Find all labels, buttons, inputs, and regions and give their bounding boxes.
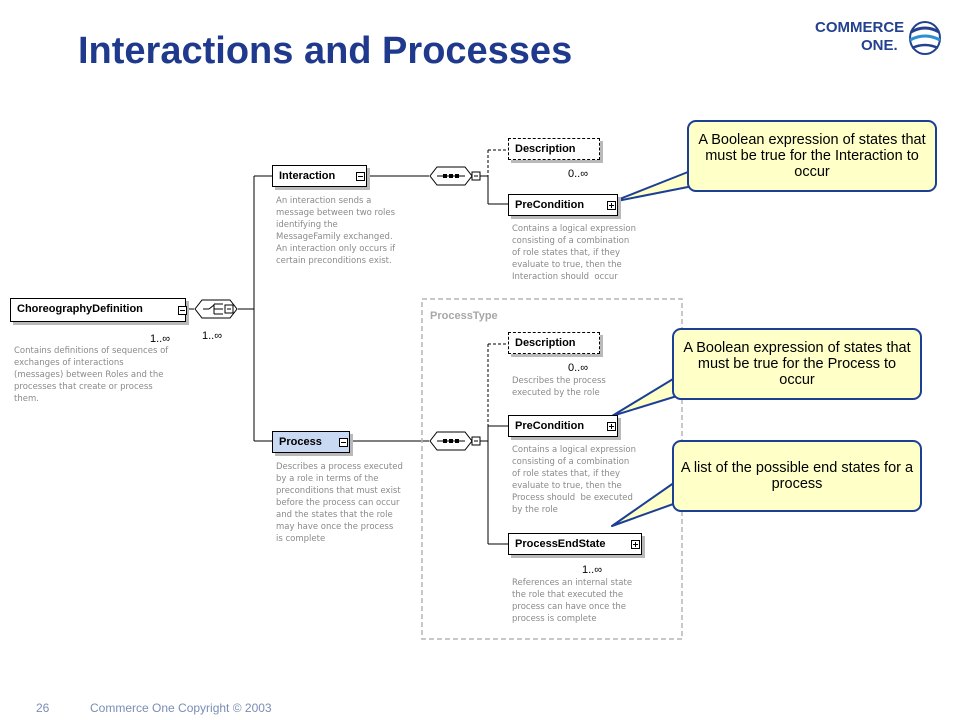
process-type-container (421, 298, 683, 640)
interaction-description-cardinality: 0..∞ (568, 168, 589, 180)
interaction-description-node[interactable]: Description (508, 138, 600, 160)
process-end-state-node[interactable]: ProcessEndState (508, 533, 642, 555)
logo-text-line1: COMMERCE (815, 19, 905, 36)
collapse-icon[interactable] (178, 306, 187, 315)
collapse-icon[interactable] (339, 438, 348, 447)
callout-pointer-1 (611, 169, 694, 203)
sequence-compositor-icon[interactable] (429, 431, 481, 451)
interaction-node[interactable]: Interaction (272, 165, 367, 187)
sequence-compositor-icon[interactable] (429, 166, 481, 186)
collapse-icon[interactable] (356, 172, 365, 181)
root-documentation: Contains definitions of sequences of exc… (14, 346, 169, 404)
expand-icon[interactable] (631, 540, 640, 549)
root-cardinality: 1..∞ (150, 333, 171, 345)
process-precondition-node[interactable]: PreCondition (508, 415, 618, 437)
slide-title: Interactions and Processes (78, 30, 573, 72)
process-node[interactable]: Process (272, 431, 350, 453)
description-label: Description (515, 143, 576, 155)
process-description-cardinality: 0..∞ (568, 362, 589, 374)
copyright-text: Commerce One Copyright © 2003 (90, 701, 272, 715)
process-documentation: Describes a process executed by a role i… (276, 462, 403, 544)
commerce-one-logo: COMMERCE ONE. (815, 16, 945, 60)
choreography-definition-node[interactable]: ChoreographyDefinition (10, 298, 187, 322)
choice-cardinality: 1..∞ (202, 330, 223, 342)
expand-icon[interactable] (607, 201, 616, 210)
description-label: Description (515, 337, 576, 349)
expand-icon[interactable] (607, 422, 616, 431)
process-end-state-cardinality: 1..∞ (582, 564, 603, 576)
precondition-label: PreCondition (515, 199, 585, 211)
process-description-node[interactable]: Description (508, 332, 600, 354)
globe-icon (909, 21, 941, 55)
process-end-state-label: ProcessEndState (515, 538, 606, 550)
interaction-precondition-node[interactable]: PreCondition (508, 194, 618, 216)
process-description-documentation: Describes the process executed by the ro… (512, 376, 606, 398)
logo-text-line2: ONE. (861, 37, 898, 54)
process-end-state-documentation: References an internal state the role th… (512, 578, 633, 624)
interaction-precondition-documentation: Contains a logical expression consisting… (512, 224, 636, 282)
precondition-label: PreCondition (515, 420, 585, 432)
process-precondition-documentation: Contains a logical expression consisting… (512, 445, 636, 515)
interaction-label: Interaction (279, 170, 336, 182)
interaction-documentation: An interaction sends a message between t… (276, 196, 396, 266)
callout-process-precondition: A Boolean expression of states that must… (672, 328, 922, 400)
process-label: Process (279, 436, 322, 448)
page-number: 26 (36, 701, 50, 715)
callout-interaction-precondition: A Boolean expression of states that must… (687, 120, 937, 192)
choice-compositor-icon[interactable] (194, 299, 238, 319)
callout-process-end-state: A list of the possible end states for a … (672, 440, 922, 512)
process-type-label: ProcessType (430, 310, 498, 322)
choreography-definition-label: ChoreographyDefinition (17, 303, 143, 315)
